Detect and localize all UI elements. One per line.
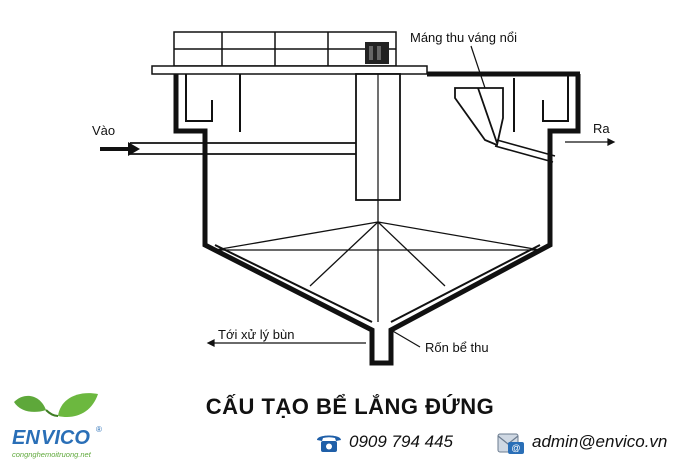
top-beam <box>151 65 428 75</box>
sump-leader <box>390 329 421 348</box>
email-address[interactable]: admin@envico.vn <box>532 432 668 451</box>
inlet-pipe <box>130 142 356 155</box>
motor <box>365 42 389 64</box>
logo-text-en: EN <box>12 427 40 449</box>
leaf-icon <box>14 393 98 418</box>
page-title: CẤU TẠO BỂ LẮNG ĐỨNG <box>205 394 495 419</box>
label-sludge: Tới xử lý bùn <box>218 327 295 342</box>
logo-tagline: congnghemoitruong.net <box>12 450 92 459</box>
inlet-arrow <box>100 142 140 156</box>
svg-text:@: @ <box>511 443 520 453</box>
outlet-arrow <box>565 138 616 146</box>
skimmer-leader <box>470 45 486 89</box>
phone-number[interactable]: 0909 794 445 <box>349 432 453 451</box>
walkway-grating <box>173 31 397 67</box>
phone-icon <box>317 435 341 452</box>
label-skimmer: Máng thu váng nổi <box>410 30 517 45</box>
skimmer-trough <box>454 87 504 147</box>
settling-tank-diagram <box>100 31 616 366</box>
logo-registered: ® <box>96 425 102 434</box>
logo-text-vico: VICO <box>41 427 90 449</box>
label-outlet: Ra <box>593 121 610 136</box>
envico-logo: EN VICO ® congnghemoitruong.net <box>12 393 102 459</box>
label-inlet: Vào <box>92 123 116 138</box>
tank-wall <box>173 71 581 366</box>
sludge-cone-lines <box>214 200 541 322</box>
email-icon: @ <box>497 433 524 454</box>
label-sump: Rốn bể thu <box>425 340 489 355</box>
sludge-arrow <box>206 339 366 347</box>
inner-wall <box>185 74 569 323</box>
skimmer-pipe <box>494 139 556 163</box>
